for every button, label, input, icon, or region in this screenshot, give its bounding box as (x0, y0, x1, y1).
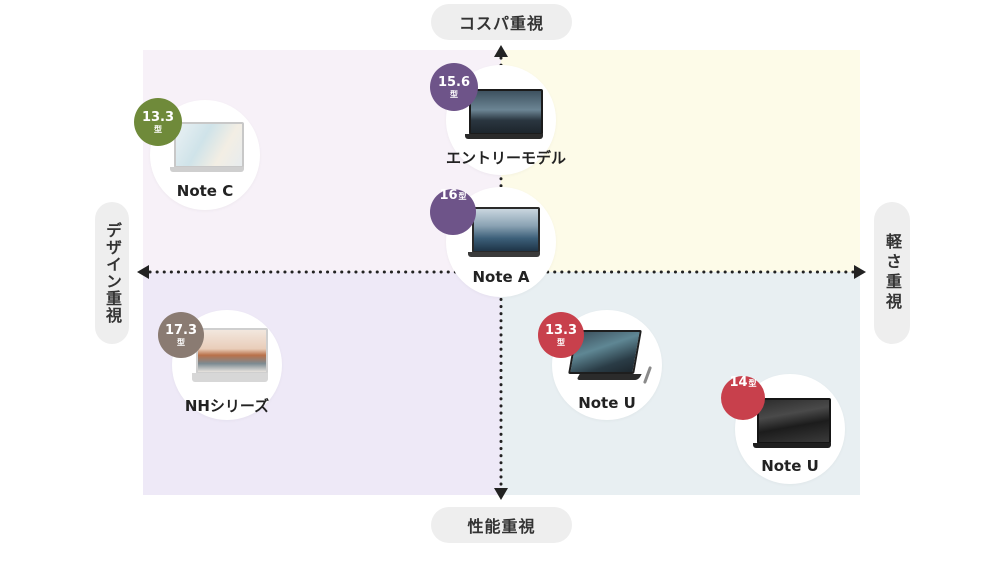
arrow-up-icon (494, 45, 508, 57)
product-name: NHシリーズ (184, 397, 270, 415)
product-name: Note U (761, 457, 819, 475)
size-unit: 型 (177, 337, 185, 347)
product-note-u-14[interactable]: Note U 14 型 (721, 374, 845, 484)
axis-label-top: コスパ重視 (431, 4, 572, 40)
axis-label-right: 軽さ重視 (874, 202, 910, 344)
size-value: 13.3 (141, 109, 175, 125)
quadrant-top-right (501, 50, 860, 272)
product-name: エントリーモデル (446, 149, 567, 167)
product-nh-series[interactable]: NHシリーズ 17.3 型 (158, 310, 282, 420)
size-value: 14 (729, 375, 748, 390)
size-value: 17.3 (164, 322, 198, 338)
product-note-c[interactable]: Note C 13.3 型 (134, 98, 260, 210)
product-name: Note C (176, 182, 234, 200)
size-badge: 15.6 型 (430, 63, 478, 111)
laptop-image (465, 89, 543, 141)
product-note-a[interactable]: Note A 16 型 (430, 187, 556, 297)
size-unit: 型 (458, 192, 467, 201)
size-badge: 14 型 (721, 376, 765, 420)
laptop-image (170, 122, 244, 172)
size-badge: 17.3 型 (158, 312, 204, 358)
arrow-down-icon (494, 488, 508, 500)
laptop-image (753, 398, 831, 450)
size-badge: 13.3 型 (538, 312, 584, 358)
product-entry-model[interactable]: エントリーモデル 15.6 型 (430, 63, 567, 175)
laptop-image (192, 328, 268, 384)
size-value: 13.3 (544, 322, 578, 338)
product-note-u-13[interactable]: Note U 13.3 型 (538, 310, 662, 420)
arrow-left-icon (137, 265, 149, 279)
size-unit: 型 (557, 337, 565, 347)
axis-label-bottom: 性能重視 (431, 507, 572, 543)
size-badge: 16 型 (430, 189, 476, 235)
product-name: Note U (578, 394, 636, 412)
size-unit: 型 (748, 379, 757, 388)
size-value: 15.6 (437, 74, 471, 90)
size-badge: 13.3 型 (134, 98, 182, 146)
size-value: 16 (439, 188, 458, 203)
axis-label-left: デザイン重視 (95, 202, 129, 344)
laptop-image (468, 207, 540, 259)
arrow-right-icon (854, 265, 866, 279)
size-unit: 型 (154, 124, 162, 134)
product-name: Note A (472, 268, 530, 286)
size-unit: 型 (450, 89, 458, 99)
